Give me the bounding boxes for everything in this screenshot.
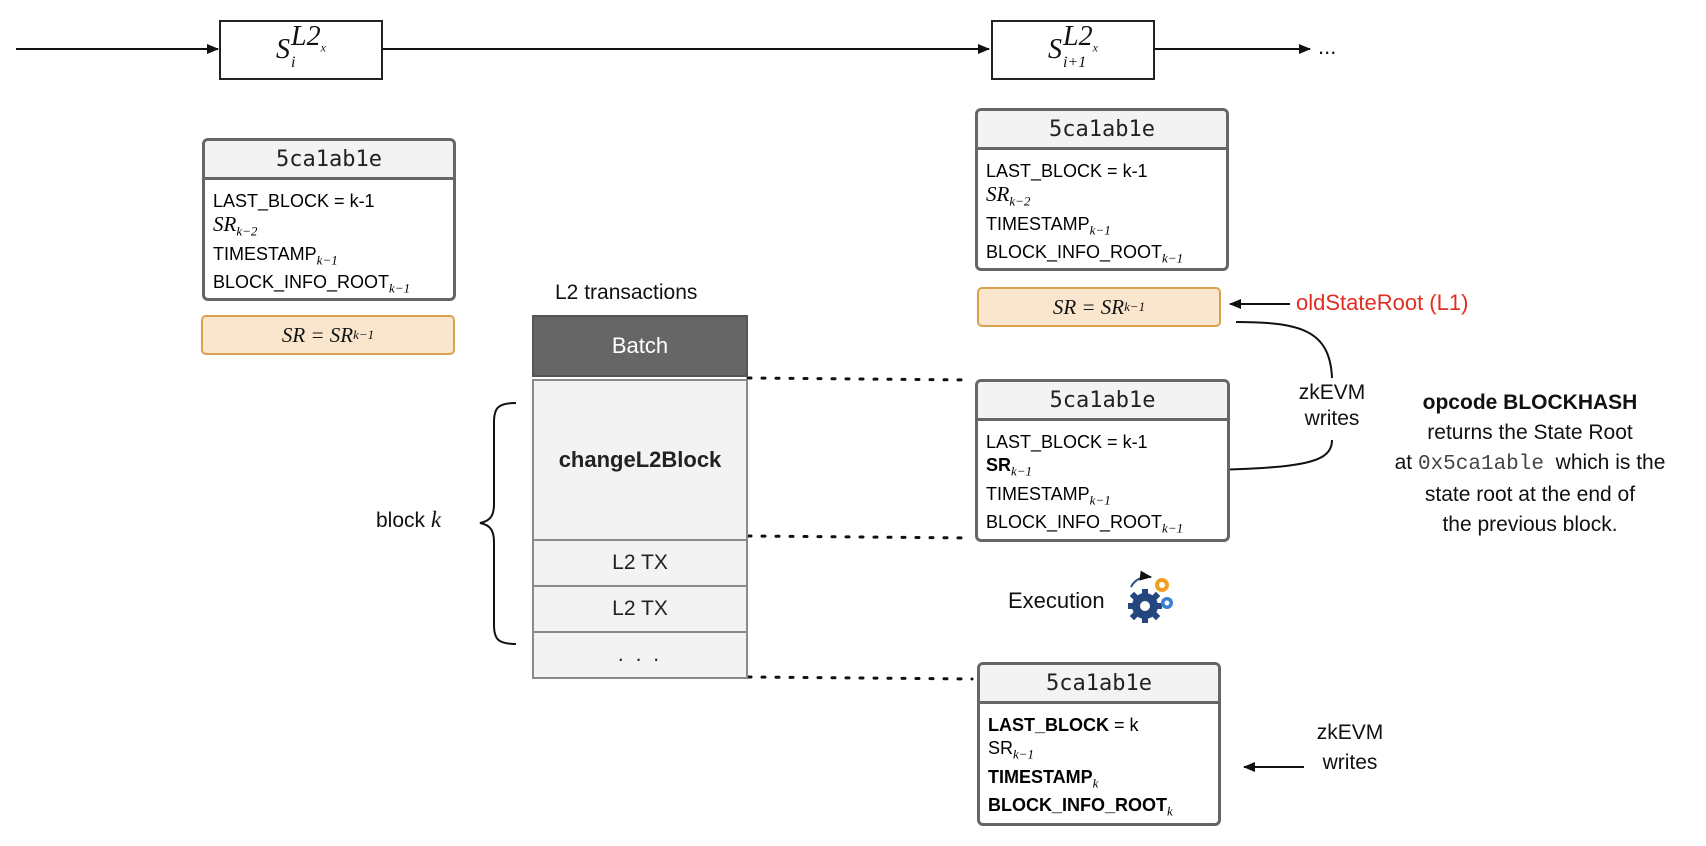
state-superscript: L2x bbox=[1063, 20, 1098, 55]
batch-header-cell: Batch bbox=[532, 315, 748, 377]
last-block-row: LAST_BLOCK = k-1 bbox=[986, 432, 1148, 452]
zkevm-writes-label-bottom: zkEVM writes bbox=[1316, 721, 1384, 774]
storage-header: 5ca1ab1e bbox=[978, 111, 1226, 150]
block-info-root-row: BLOCK_INFO_ROOTk bbox=[988, 795, 1173, 819]
state-subscript: i bbox=[291, 54, 296, 72]
state-root-row: SRk−1 bbox=[988, 738, 1035, 762]
change-l2-block-cell: changeL2Block bbox=[532, 379, 748, 541]
state-symbol: S bbox=[276, 34, 291, 65]
execution-label: Execution bbox=[1008, 588, 1105, 613]
storage-address: 0x5ca1able bbox=[1417, 453, 1544, 476]
state-root-row: SRk−1 bbox=[986, 455, 1033, 479]
storage-header: 5ca1ab1e bbox=[980, 665, 1218, 704]
l2-tx-cell: L2 TX bbox=[532, 585, 748, 633]
storage-header: 5ca1ab1e bbox=[205, 141, 453, 180]
zkevm-write-curve-top bbox=[1235, 321, 1333, 379]
dotted-connector-batch bbox=[746, 376, 972, 382]
block-info-root-row: BLOCK_INFO_ROOTk−1 bbox=[213, 272, 411, 296]
timestamp-row: TIMESTAMPk−1 bbox=[986, 213, 1111, 238]
last-block-row: LAST_BLOCK = k bbox=[988, 715, 1139, 735]
l2-tx-cell: L2 TX bbox=[532, 539, 748, 587]
l2-transactions-label: L2 transactions bbox=[555, 281, 698, 304]
last-block-row: LAST_BLOCK = k-1 bbox=[986, 161, 1148, 181]
state-root-row: SRk−2 bbox=[986, 182, 1031, 209]
block-brace bbox=[479, 402, 517, 645]
state-root-row: SRk−2 bbox=[213, 212, 258, 239]
storage-header: 5ca1ab1e bbox=[978, 382, 1227, 421]
last-block-row: LAST_BLOCK = k-1 bbox=[213, 191, 375, 211]
dotted-connector-change bbox=[746, 534, 972, 540]
storage-box-bottom: 5ca1ab1e LAST_BLOCK = k SRk−1 TIMESTAMPk… bbox=[977, 662, 1221, 826]
opcode-title: opcode BLOCKHASH bbox=[1422, 391, 1638, 414]
timestamp-row: TIMESTAMPk−1 bbox=[213, 243, 338, 268]
storage-box-top-left: 5ca1ab1e LAST_BLOCK = k-1 SRk−2 TIMESTAM… bbox=[202, 138, 456, 301]
state-symbol: S bbox=[1048, 34, 1063, 65]
old-state-root-label: oldStateRoot (L1) bbox=[1296, 290, 1469, 315]
state-box-i-plus-1: S L2x i+1 bbox=[991, 20, 1155, 80]
block-info-root-row: BLOCK_INFO_ROOTk−1 bbox=[986, 242, 1184, 266]
dotted-connector-end bbox=[746, 675, 974, 681]
storage-box-mid: 5ca1ab1e LAST_BLOCK = k-1 SRk−1 TIMESTAM… bbox=[975, 379, 1230, 542]
storage-box-top-right: 5ca1ab1e LAST_BLOCK = k-1 SRk−2 TIMESTAM… bbox=[975, 108, 1229, 271]
zkevm-writes-label-mid: zkEVM writes bbox=[1298, 381, 1366, 430]
block-k-label: block k bbox=[376, 507, 442, 532]
state-subscript: i+1 bbox=[1063, 54, 1087, 72]
block-info-root-row: BLOCK_INFO_ROOTk−1 bbox=[986, 512, 1184, 536]
state-box-i: S L2x i bbox=[219, 20, 383, 80]
opcode-blockhash-note: opcode BLOCKHASH returns the State Root … bbox=[1360, 388, 1700, 540]
gears-icon bbox=[1128, 570, 1173, 623]
timestamp-row: TIMESTAMPk bbox=[988, 766, 1099, 791]
batch-stack: Batch changeL2Block L2 TX L2 TX . . . bbox=[532, 315, 748, 679]
timestamp-row: TIMESTAMPk−1 bbox=[986, 483, 1111, 508]
state-superscript: L2x bbox=[291, 20, 326, 55]
more-tx-cell: . . . bbox=[532, 631, 748, 679]
timeline-ellipsis: ... bbox=[1318, 34, 1337, 59]
